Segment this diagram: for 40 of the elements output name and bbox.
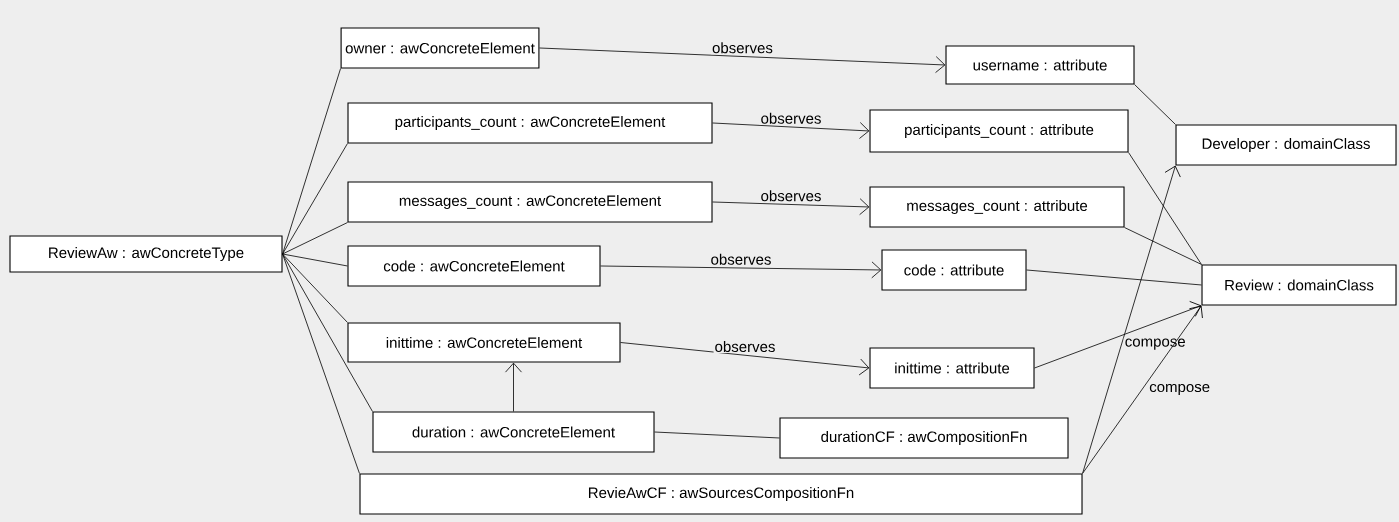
arrow — [620, 342, 870, 376]
object-box: Review : domainClass — [1201, 264, 1397, 306]
object-box: RevieAwCF : awSourcesCompositionFn — [359, 473, 1083, 515]
connector-line — [282, 253, 348, 323]
arrow — [1034, 301, 1202, 369]
edge-label: observes — [711, 41, 774, 55]
object-box: inittime : awConcreteElement — [347, 322, 621, 363]
object-box: Developer : domainClass — [1175, 124, 1397, 166]
object-box: ReviewAw : awConcreteType — [9, 235, 283, 273]
connector-line — [1128, 152, 1202, 265]
edge-label: observes — [713, 340, 777, 354]
connector-line — [282, 253, 373, 412]
object-box: code : awConcreteElement — [347, 245, 601, 287]
arrow — [539, 47, 946, 73]
object-box: participants_count : awConcreteElement — [347, 102, 713, 144]
connector-line — [282, 68, 341, 255]
connector-line — [282, 143, 348, 255]
connector-line — [282, 222, 348, 255]
connector-line — [654, 431, 780, 439]
connector-line — [282, 253, 348, 267]
connector-line — [282, 253, 360, 474]
connector-line — [1124, 227, 1202, 265]
object-box: duration : awConcreteElement — [372, 411, 655, 453]
object-box: username : attribute — [945, 45, 1135, 85]
connector-line — [1026, 269, 1202, 286]
object-box: messages_count : attribute — [869, 186, 1125, 228]
edge-label: observes — [759, 189, 823, 203]
arrow — [1082, 165, 1181, 474]
object-box: messages_count : awConcreteElement — [347, 181, 713, 223]
connector-line — [1134, 84, 1176, 125]
object-box: code : attribute — [881, 249, 1027, 291]
arrow — [1082, 305, 1203, 474]
object-box: inittime : attribute — [869, 347, 1035, 389]
arrow — [712, 198, 870, 216]
object-box: participants_count : attribute — [869, 109, 1129, 153]
arrow — [712, 122, 870, 139]
object-box: owner : awConcreteElement — [340, 27, 540, 69]
object-box: durationCF : awCompositionFn — [779, 417, 1069, 459]
arrow — [600, 261, 882, 279]
arrow — [505, 362, 522, 412]
